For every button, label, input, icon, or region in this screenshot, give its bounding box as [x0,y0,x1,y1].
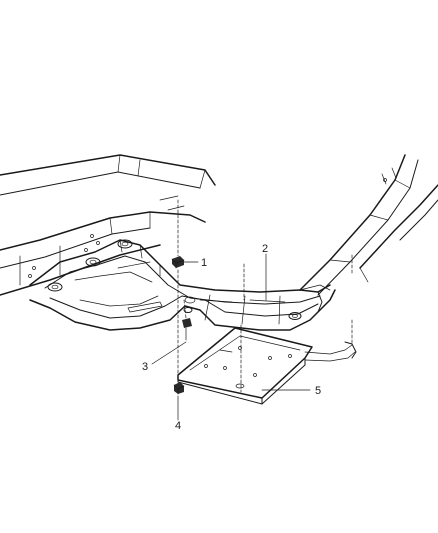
callout-5: 5 [315,385,321,397]
washer-part-3 [183,307,193,313]
alignment-lines [177,199,353,393]
callout-3: 3 [142,361,148,373]
bolt-part-3 [182,318,192,341]
cross-member [29,239,336,331]
bolt-part-4 [173,382,185,395]
skid-plate [177,327,357,405]
nut-part-1 [171,256,185,269]
left-frame-rail [0,154,216,296]
callout-1: 1 [201,257,207,269]
leader-lines [151,253,311,421]
callout-4: 4 [175,420,181,432]
callout-2: 2 [262,243,268,255]
right-frame-rail [299,154,438,296]
